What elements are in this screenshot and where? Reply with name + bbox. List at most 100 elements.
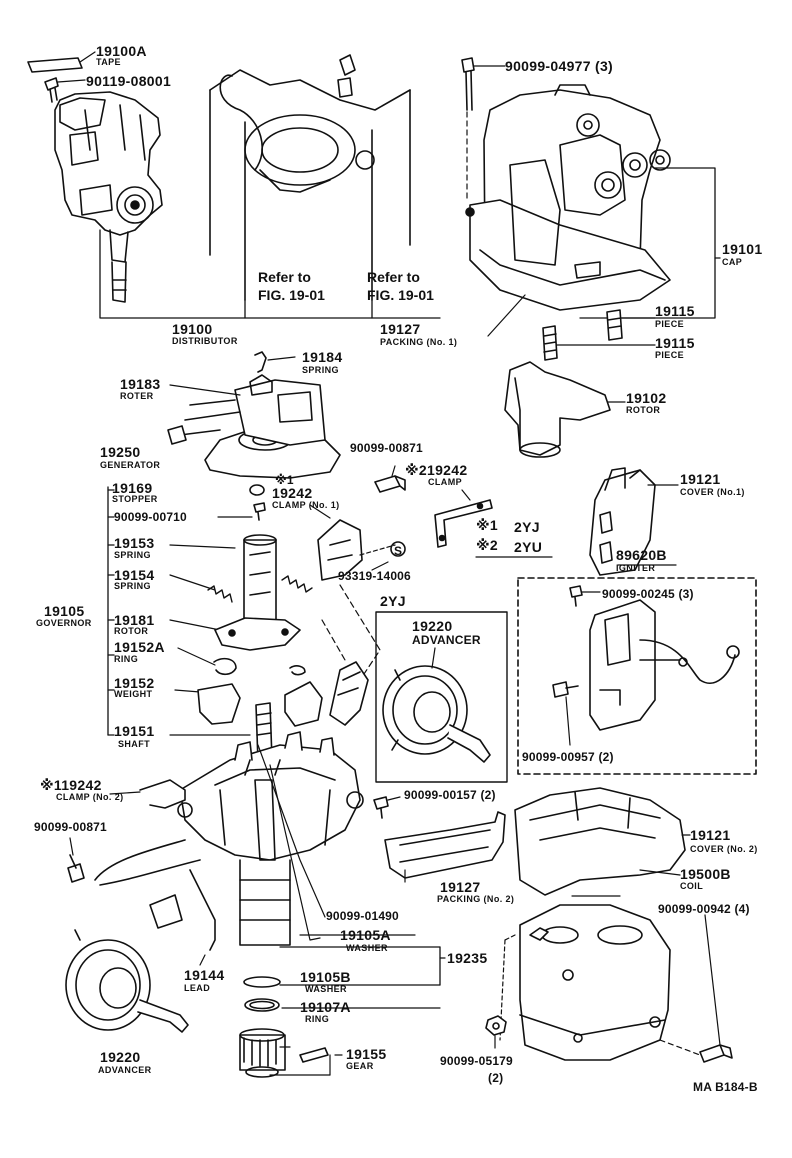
spring-19184-icon	[254, 351, 267, 373]
label-19500B-number: 19500B	[680, 866, 731, 882]
advancer-2yj-illustration	[382, 665, 491, 763]
label-19107A-name: RING	[305, 1014, 330, 1024]
label-19169-number: 19169	[112, 480, 153, 496]
weight-2-icon	[284, 681, 323, 727]
label-19220b-number: 19220	[100, 1049, 141, 1065]
label-19152-name: WEIGHT	[114, 689, 153, 699]
connector-illustration	[329, 661, 369, 726]
label-19152A-name: RING	[114, 654, 139, 664]
ref2-line2: FIG. 19-01	[367, 287, 434, 303]
label-19220a-name: ADVANCER	[412, 633, 481, 647]
governor-shaft-illustration	[214, 534, 301, 651]
bolt-04977-icon	[461, 57, 475, 111]
label-19121a-number: 19121	[680, 471, 721, 487]
label-19242b-number: 19242	[272, 485, 313, 501]
label-19144-number: 19144	[184, 967, 225, 983]
label-19153-number: 19153	[114, 535, 155, 551]
label-19121b-number: 19121	[690, 827, 731, 843]
label-19105B-number: 19105B	[300, 969, 351, 985]
label-00871b-number: 90099-00871	[34, 820, 107, 834]
label-19181-name: ROTOR	[114, 626, 149, 636]
label-04977-number: 90099-04977 (3)	[505, 58, 614, 74]
note1-model: 2YJ	[514, 519, 540, 535]
label-19100A-name: TAPE	[96, 57, 121, 67]
label-00710-number: 90099-00710	[114, 510, 187, 524]
gear-illustration	[239, 1028, 286, 1078]
label-19152-number: 19152	[114, 675, 155, 691]
spring-19154-icon	[207, 585, 233, 603]
housing-illustration	[177, 731, 364, 946]
label-19102-number: 19102	[626, 390, 667, 406]
lead-wire-illustration	[94, 839, 216, 951]
s-callout-circle	[390, 541, 406, 557]
label-19127b-name: PACKING (No. 2)	[437, 894, 515, 904]
label-19235-number: 19235	[447, 950, 488, 966]
figure-code: MA B184-B	[693, 1080, 758, 1094]
piece-2-icon	[542, 325, 558, 361]
note1-mark: ※1	[476, 517, 498, 533]
pin-19155-icon	[299, 1047, 329, 1063]
label-19250-name: GENERATOR	[100, 460, 161, 470]
nut-05179-icon	[485, 1015, 507, 1036]
label-19220a-number: 19220	[412, 618, 453, 634]
label-19152A-number: 19152A	[114, 639, 165, 655]
label-19107A-number: 19107A	[300, 999, 351, 1015]
label-19105A-number: 19105A	[340, 927, 391, 943]
washer-19105B-icon	[243, 976, 281, 988]
label-19105-name: GOVERNOR	[36, 618, 92, 628]
packing-no2-illustration	[384, 811, 506, 879]
ref2-line1: Refer to	[367, 269, 420, 285]
note2-model: 2YU	[514, 539, 543, 555]
cover-no1-illustration	[589, 467, 656, 576]
label-01490-number: 90099-01490	[326, 909, 399, 923]
label-19184-number: 19184	[302, 349, 343, 365]
label-19105B-name: WASHER	[305, 984, 347, 994]
label-19115b-number: 19115	[655, 335, 695, 351]
note2-mark: ※2	[476, 537, 498, 553]
label-00871a-number: 90099-00871	[350, 441, 423, 455]
label-19151-number: 19151	[114, 723, 155, 739]
label-05179-qty: (2)	[488, 1071, 504, 1085]
label-19500B-name: COIL	[680, 881, 704, 891]
label-19121a-name: COVER (No.1)	[680, 487, 745, 497]
bolt-00871-lower-icon	[67, 854, 85, 883]
label-19144-name: LEAD	[184, 983, 211, 993]
screw-00245-icon	[569, 585, 583, 607]
label-19242a-number: ※219242	[405, 462, 468, 478]
label-19250-number: 19250	[100, 444, 141, 460]
ref1-line1: Refer to	[258, 269, 311, 285]
cap-illustration	[465, 84, 671, 311]
label-19127a-number: 19127	[380, 321, 421, 337]
variant-2yj-box	[375, 611, 508, 783]
label-19181-number: 19181	[114, 612, 155, 628]
ring-19107A-icon	[244, 998, 280, 1012]
label-19102-name: ROTOR	[626, 405, 661, 415]
label-19242c-name: CLAMP (No. 2)	[56, 792, 124, 802]
spring-19153-icon	[281, 575, 313, 593]
label-19115a-name: PIECE	[655, 319, 685, 329]
label-19101-number: 19101	[722, 241, 763, 257]
label-19242a-name: CLAMP	[428, 477, 462, 487]
label-19169-name: STOPPER	[112, 494, 158, 504]
weight-1-icon	[197, 683, 241, 725]
label-19115a-number: 19115	[655, 303, 695, 319]
label-19242b-name: CLAMP (No. 1)	[272, 500, 340, 510]
ref1-line2: FIG. 19-01	[258, 287, 325, 303]
label-00942-number: 90099-00942 (4)	[658, 902, 750, 916]
label-90119-number: 90119-08001	[86, 73, 172, 89]
label-05179-number: 90099-05179	[440, 1054, 513, 1068]
label-19155-number: 19155	[346, 1046, 387, 1062]
bolt-00871-top-icon	[374, 475, 406, 493]
tape-icon	[27, 57, 83, 73]
label-19184-name: SPRING	[302, 365, 339, 375]
screw-00710-icon	[253, 502, 266, 521]
label-19105-number: 19105	[44, 603, 85, 619]
label-89620B-number: 89620B	[616, 547, 667, 563]
rotor-19102-illustration	[504, 361, 611, 458]
label-19101-name: CAP	[722, 257, 743, 267]
label-89620B-name: IGNITER	[616, 563, 656, 573]
reference-frame-1	[209, 54, 411, 301]
bolt-00942-icon	[699, 1044, 733, 1063]
label-19183-number: 19183	[120, 376, 161, 392]
